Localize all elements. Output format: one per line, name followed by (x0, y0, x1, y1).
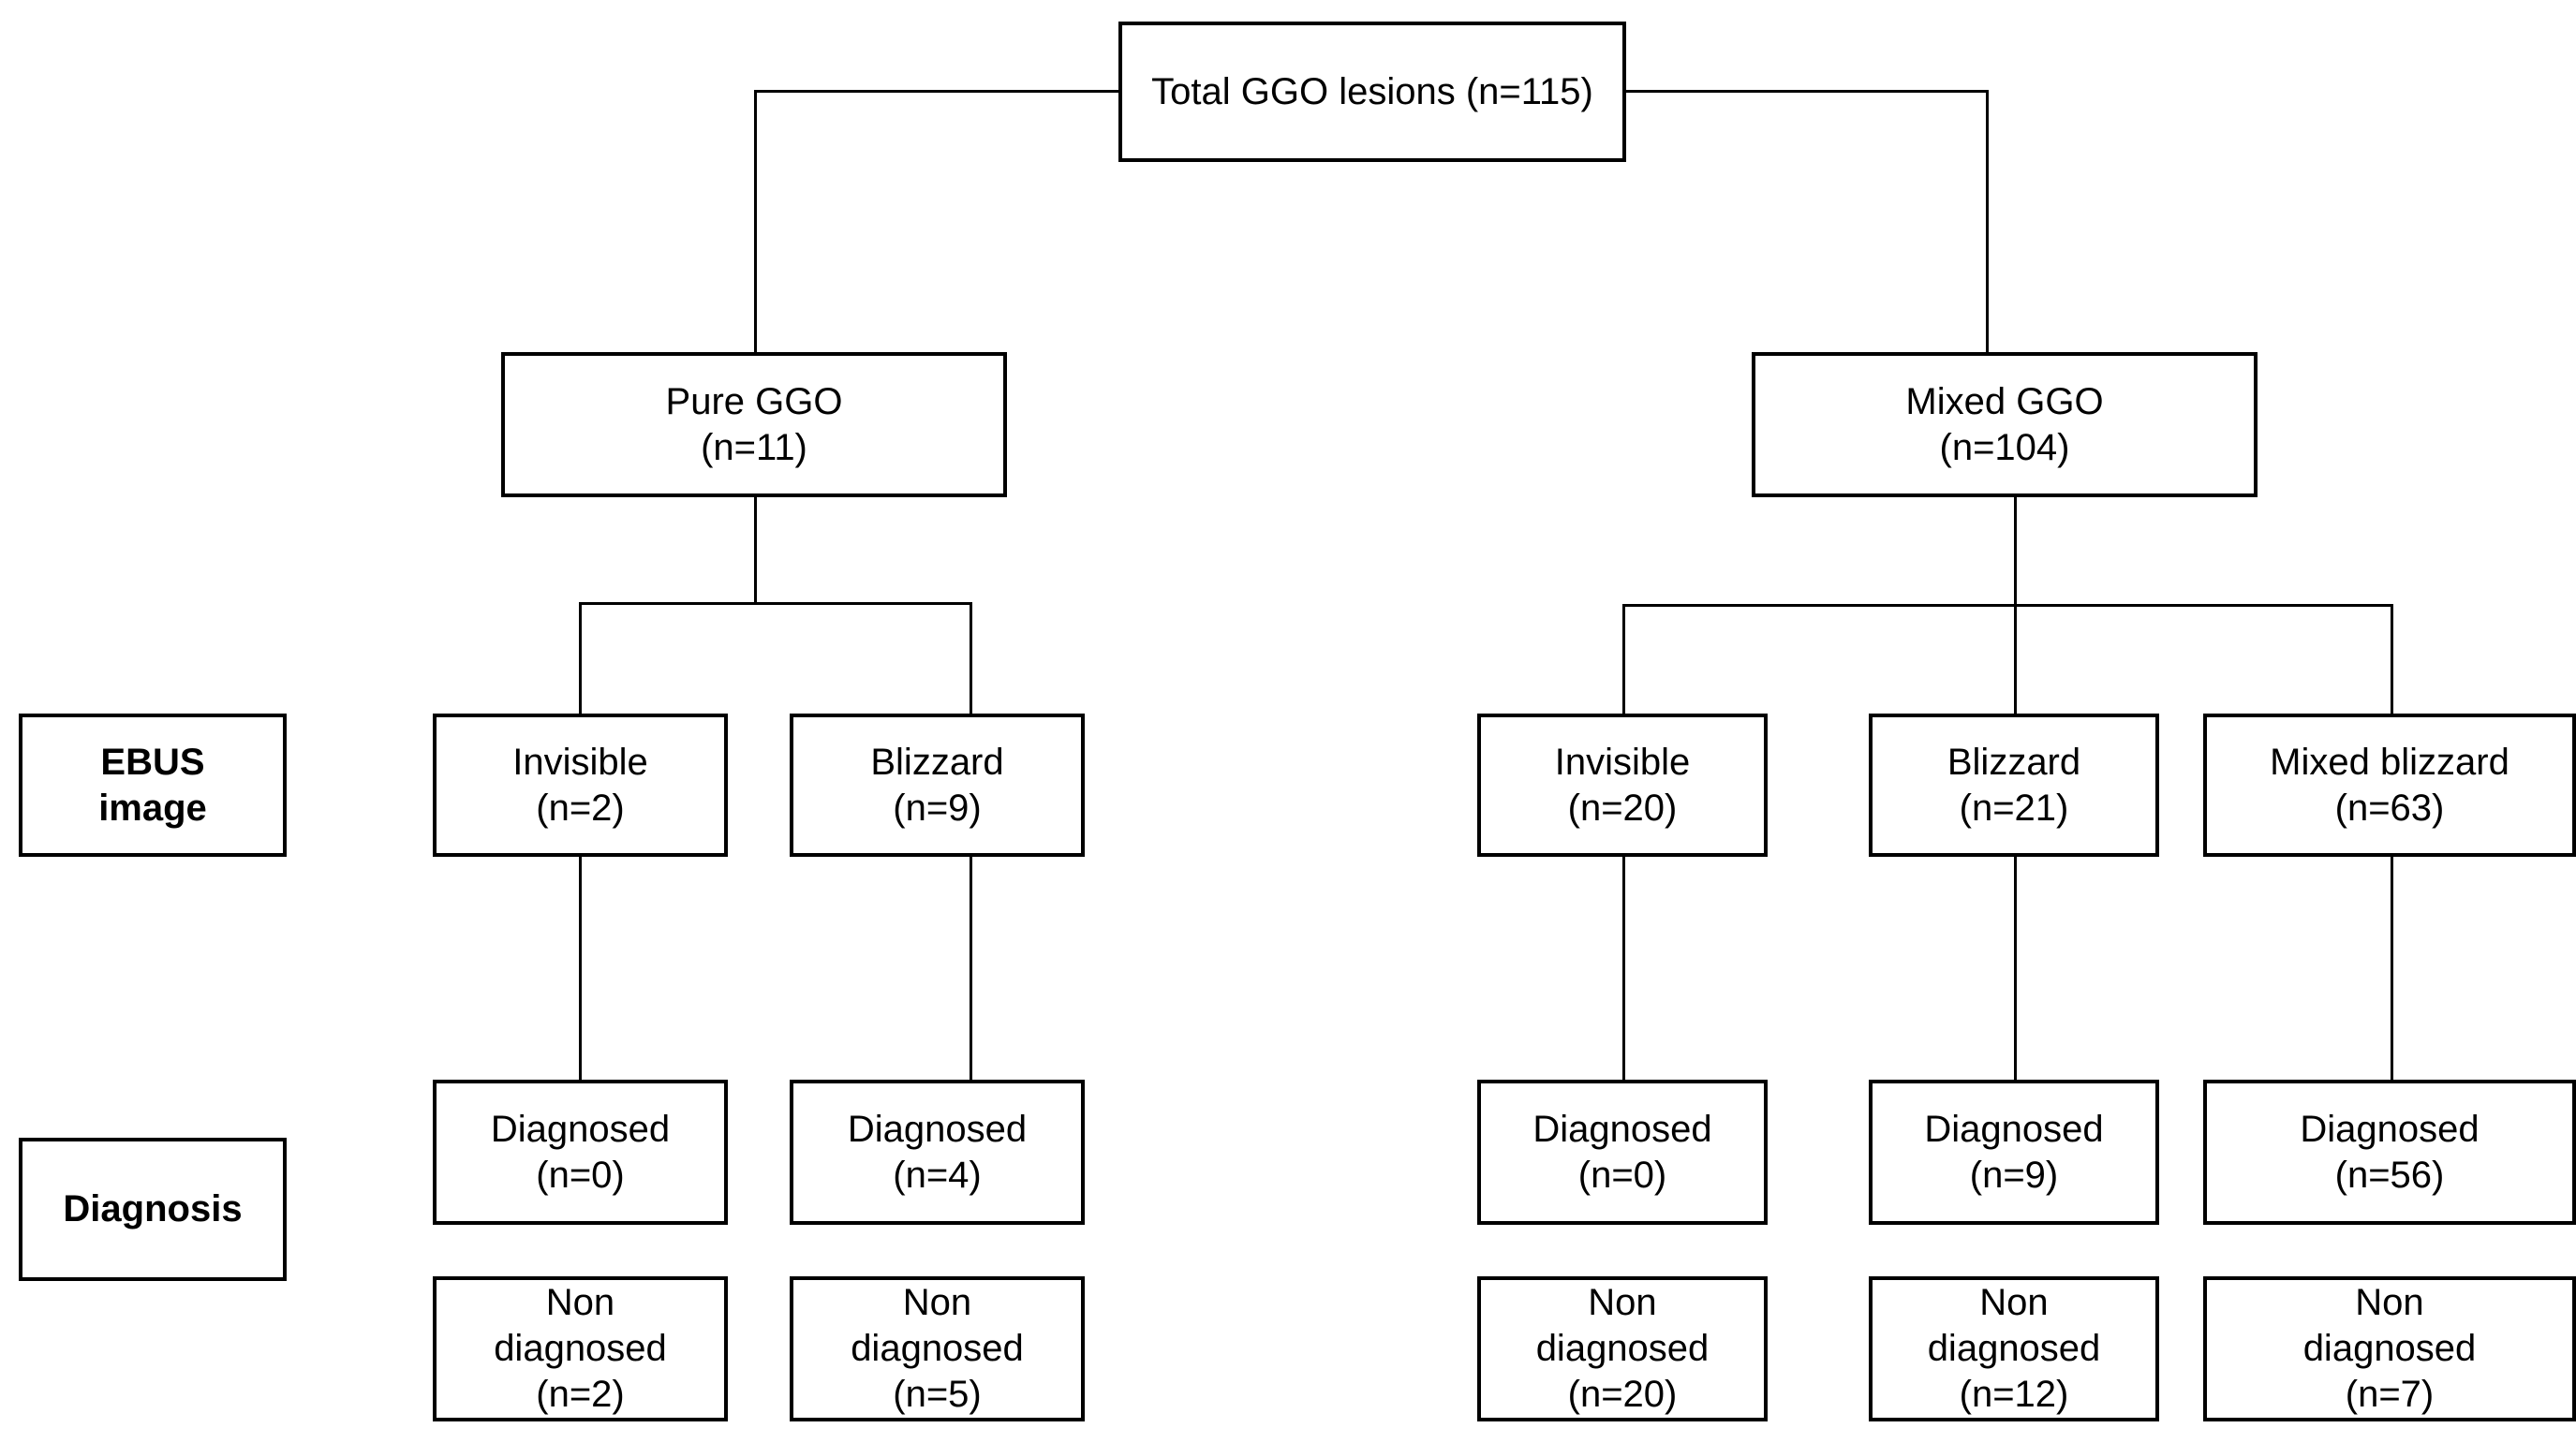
node-pure-ggo: Pure GGO (n=11) (501, 352, 1007, 497)
node-ebus-mixed-mixedblizzard-label: Mixed blizzard (2270, 741, 2509, 783)
node-nondiagnosed-mixed-mixedblizzard-line2: diagnosed (2302, 1328, 2477, 1370)
node-nondiagnosed-mixed-invisible-line1: Non (1588, 1282, 1657, 1324)
node-diagnosed-mixed-mixedblizzard-count: (n=56) (2334, 1154, 2445, 1196)
node-nondiagnosed-mixed-blizzard-line1: Non (1979, 1282, 2049, 1324)
node-diagnosed-pure-blizzard-count: (n=4) (893, 1154, 982, 1196)
connector-mixed-to-mixedblizzard (2391, 604, 2393, 714)
node-ebus-pure-invisible-count: (n=2) (536, 787, 625, 829)
node-ebus-mixed-invisible-label: Invisible (1554, 741, 1691, 783)
node-nondiagnosed-mixed-blizzard-count: (n=12) (1959, 1373, 2069, 1415)
connector-mixed-mixedblizzard-to-diagnosed (2391, 857, 2393, 1080)
node-diagnosed-pure-blizzard-label: Diagnosed (847, 1108, 1028, 1150)
node-ebus-pure-invisible-label: Invisible (512, 741, 648, 783)
node-diagnosed-mixed-blizzard-label: Diagnosed (1924, 1108, 2104, 1150)
node-ebus-mixed-invisible: Invisible (n=20) (1477, 714, 1768, 857)
node-nondiagnosed-pure-blizzard: Non diagnosed (n=5) (790, 1276, 1085, 1421)
node-ebus-mixed-mixedblizzard: Mixed blizzard (n=63) (2203, 714, 2576, 857)
node-total-ggo-lesions-label: Total GGO lesions (n=115) (1151, 70, 1593, 112)
connector-pure-invisible-to-diagnosed (579, 857, 582, 1080)
node-nondiagnosed-mixed-mixedblizzard-line1: Non (2355, 1282, 2424, 1324)
row-label-diagnosis-line1: Diagnosis (63, 1188, 243, 1230)
node-diagnosed-mixed-invisible-label: Diagnosed (1532, 1108, 1712, 1150)
row-label-ebus-image: EBUS image (19, 714, 287, 857)
connector-root-to-pure (754, 90, 757, 352)
connector-mixed-to-blizzard (2014, 604, 2017, 714)
node-pure-ggo-label: Pure GGO (665, 380, 843, 422)
connector-pure-blizzard-to-diagnosed (970, 857, 972, 1080)
connector-mixed-to-invisible (1622, 604, 1625, 714)
node-nondiagnosed-mixed-invisible-line2: diagnosed (1535, 1328, 1710, 1370)
node-ebus-mixed-invisible-count: (n=20) (1567, 787, 1678, 829)
node-diagnosed-pure-invisible-count: (n=0) (536, 1154, 625, 1196)
node-diagnosed-mixed-mixedblizzard-label: Diagnosed (2300, 1108, 2480, 1150)
node-nondiagnosed-mixed-blizzard: Non diagnosed (n=12) (1869, 1276, 2159, 1421)
row-label-ebus-line2: image (98, 787, 207, 829)
connector-mixed-stem (2014, 496, 2017, 606)
node-nondiagnosed-mixed-invisible: Non diagnosed (n=20) (1477, 1276, 1768, 1421)
node-ebus-pure-blizzard-label: Blizzard (870, 741, 1004, 783)
connector-pure-horizontal (579, 602, 972, 605)
node-nondiagnosed-pure-invisible-line1: Non (545, 1282, 615, 1324)
node-nondiagnosed-mixed-blizzard-line2: diagnosed (1927, 1328, 2101, 1370)
node-total-ggo-lesions: Total GGO lesions (n=115) (1118, 22, 1626, 162)
node-ebus-pure-invisible: Invisible (n=2) (433, 714, 728, 857)
node-diagnosed-mixed-invisible: Diagnosed (n=0) (1477, 1080, 1768, 1225)
connector-mixed-blizzard-to-diagnosed (2014, 857, 2017, 1080)
connector-pure-to-invisible (579, 602, 582, 714)
node-diagnosed-mixed-blizzard: Diagnosed (n=9) (1869, 1080, 2159, 1225)
node-nondiagnosed-pure-invisible-line2: diagnosed (494, 1328, 667, 1370)
node-diagnosed-pure-invisible: Diagnosed (n=0) (433, 1080, 728, 1225)
node-mixed-ggo-label: Mixed GGO (1905, 380, 2104, 422)
node-nondiagnosed-pure-blizzard-count: (n=5) (893, 1373, 982, 1415)
connector-pure-stem (754, 496, 757, 604)
node-ebus-mixed-blizzard-label: Blizzard (1947, 741, 2081, 783)
node-pure-ggo-count: (n=11) (701, 426, 807, 468)
node-nondiagnosed-pure-invisible-count: (n=2) (536, 1373, 625, 1415)
node-nondiagnosed-mixed-mixedblizzard-count: (n=7) (2345, 1373, 2435, 1415)
node-mixed-ggo-count: (n=104) (1939, 426, 2070, 468)
node-diagnosed-pure-blizzard: Diagnosed (n=4) (790, 1080, 1085, 1225)
connector-root-to-mixed (1986, 90, 1989, 352)
node-ebus-pure-blizzard-count: (n=9) (893, 787, 982, 829)
node-mixed-ggo: Mixed GGO (n=104) (1752, 352, 2258, 497)
connector-mixed-invisible-to-diagnosed (1622, 857, 1625, 1080)
node-nondiagnosed-pure-blizzard-line2: diagnosed (851, 1328, 1024, 1370)
node-ebus-mixed-blizzard: Blizzard (n=21) (1869, 714, 2159, 857)
node-nondiagnosed-mixed-invisible-count: (n=20) (1567, 1373, 1678, 1415)
connector-pure-to-blizzard (970, 602, 972, 714)
node-diagnosed-mixed-invisible-count: (n=0) (1577, 1154, 1667, 1196)
node-diagnosed-mixed-mixedblizzard: Diagnosed (n=56) (2203, 1080, 2576, 1225)
node-diagnosed-mixed-blizzard-count: (n=9) (1969, 1154, 2059, 1196)
connector-mixed-horizontal (1622, 604, 2393, 607)
node-nondiagnosed-pure-blizzard-line1: Non (902, 1282, 972, 1324)
node-diagnosed-pure-invisible-label: Diagnosed (490, 1108, 671, 1150)
node-nondiagnosed-pure-invisible: Non diagnosed (n=2) (433, 1276, 728, 1421)
node-ebus-pure-blizzard: Blizzard (n=9) (790, 714, 1085, 857)
row-label-ebus-line1: EBUS (100, 741, 205, 783)
node-ebus-mixed-blizzard-count: (n=21) (1959, 787, 2069, 829)
node-ebus-mixed-mixedblizzard-count: (n=63) (2334, 787, 2445, 829)
node-nondiagnosed-mixed-mixedblizzard: Non diagnosed (n=7) (2203, 1276, 2576, 1421)
row-label-diagnosis: Diagnosis (19, 1138, 287, 1281)
